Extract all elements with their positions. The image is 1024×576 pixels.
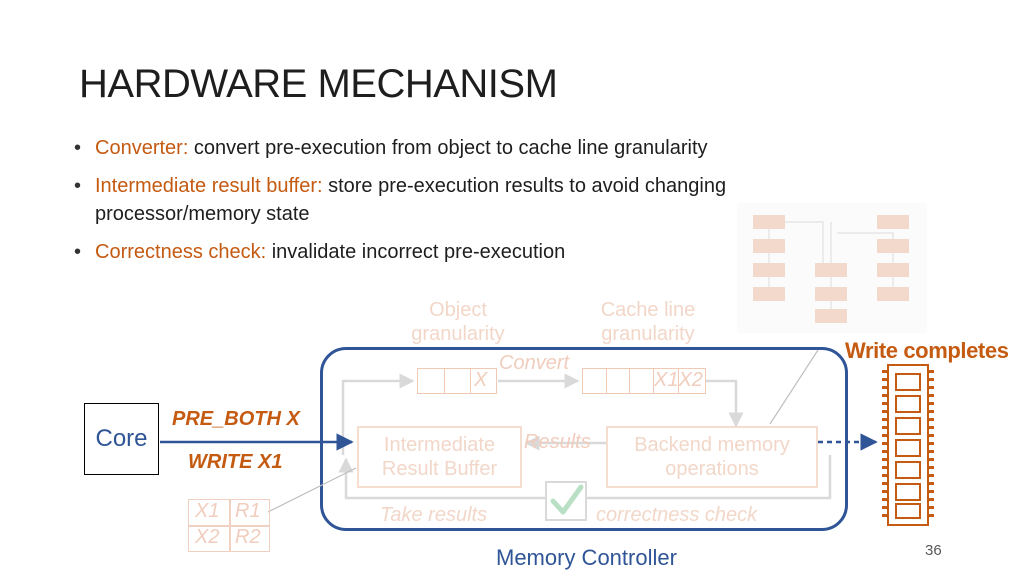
results-label: Results [524, 431, 591, 453]
reg-cell: X1 [195, 500, 220, 522]
correctness-check-label: correctness check [596, 504, 758, 526]
memory-controller-label: Memory Controller [496, 545, 677, 570]
bullet-intermediate: • Intermediate result buffer: store pre-… [72, 172, 795, 228]
object-cells [417, 368, 497, 394]
object-granularity-label: Object granularity [411, 299, 505, 345]
write-x1-label: WRITE X1 [188, 451, 283, 473]
bullet-text: convert pre-execution from object to cac… [188, 137, 708, 159]
write-completes-label: Write completes [845, 338, 1009, 363]
intermediate-buffer-label: Intermediate Result Buffer [381, 434, 498, 480]
bullet-key: Converter: [95, 137, 189, 159]
core-label: Core [95, 425, 148, 452]
bullet-dot-icon: • [74, 175, 82, 197]
pre-both-label: PRE_BOTH X [172, 408, 300, 430]
x1x2-cells-label: X1X2 [654, 369, 703, 391]
core-box: Core [84, 403, 159, 475]
take-results-label: Take results [380, 504, 488, 526]
reg-cell: X2 [195, 526, 220, 548]
bullet-correctness: • Correctness check: invalidate incorrec… [72, 238, 872, 266]
reg-cell: R1 [235, 500, 261, 522]
x-cell-label: X [474, 369, 488, 391]
bullet-dot-icon: • [74, 241, 82, 263]
bullet-converter: • Converter: convert pre-execution from … [72, 134, 872, 162]
memory-controller-box [320, 347, 848, 531]
backend-label: Backend memory operations [634, 434, 790, 480]
bullet-text: invalidate incorrect pre-execution [266, 241, 566, 263]
memory-module-icon [882, 364, 934, 526]
backend-memory-box: Backend memory operations [606, 426, 818, 488]
bullet-text: store pre-execution results to avoid cha… [95, 175, 727, 225]
intermediate-result-buffer-box: Intermediate Result Buffer [357, 426, 522, 488]
cache-line-granularity-label: Cache line granularity [600, 299, 696, 345]
bullet-key: Intermediate result buffer: [95, 175, 323, 197]
slide-title: HARDWARE MECHANISM [79, 62, 558, 106]
register-table: X1 R1 X2 R2 [188, 499, 270, 552]
cache-line-cells [582, 368, 706, 394]
bullet-list: • Converter: convert pre-execution from … [72, 134, 872, 276]
bullet-key: Correctness check: [95, 241, 267, 263]
checkmark-icon [545, 481, 587, 521]
convert-label: Convert [499, 352, 570, 374]
page-number: 36 [925, 542, 942, 559]
bullet-dot-icon: • [74, 137, 82, 159]
thumbnail-diagram-icon [737, 203, 927, 333]
reg-cell: R2 [235, 526, 261, 548]
